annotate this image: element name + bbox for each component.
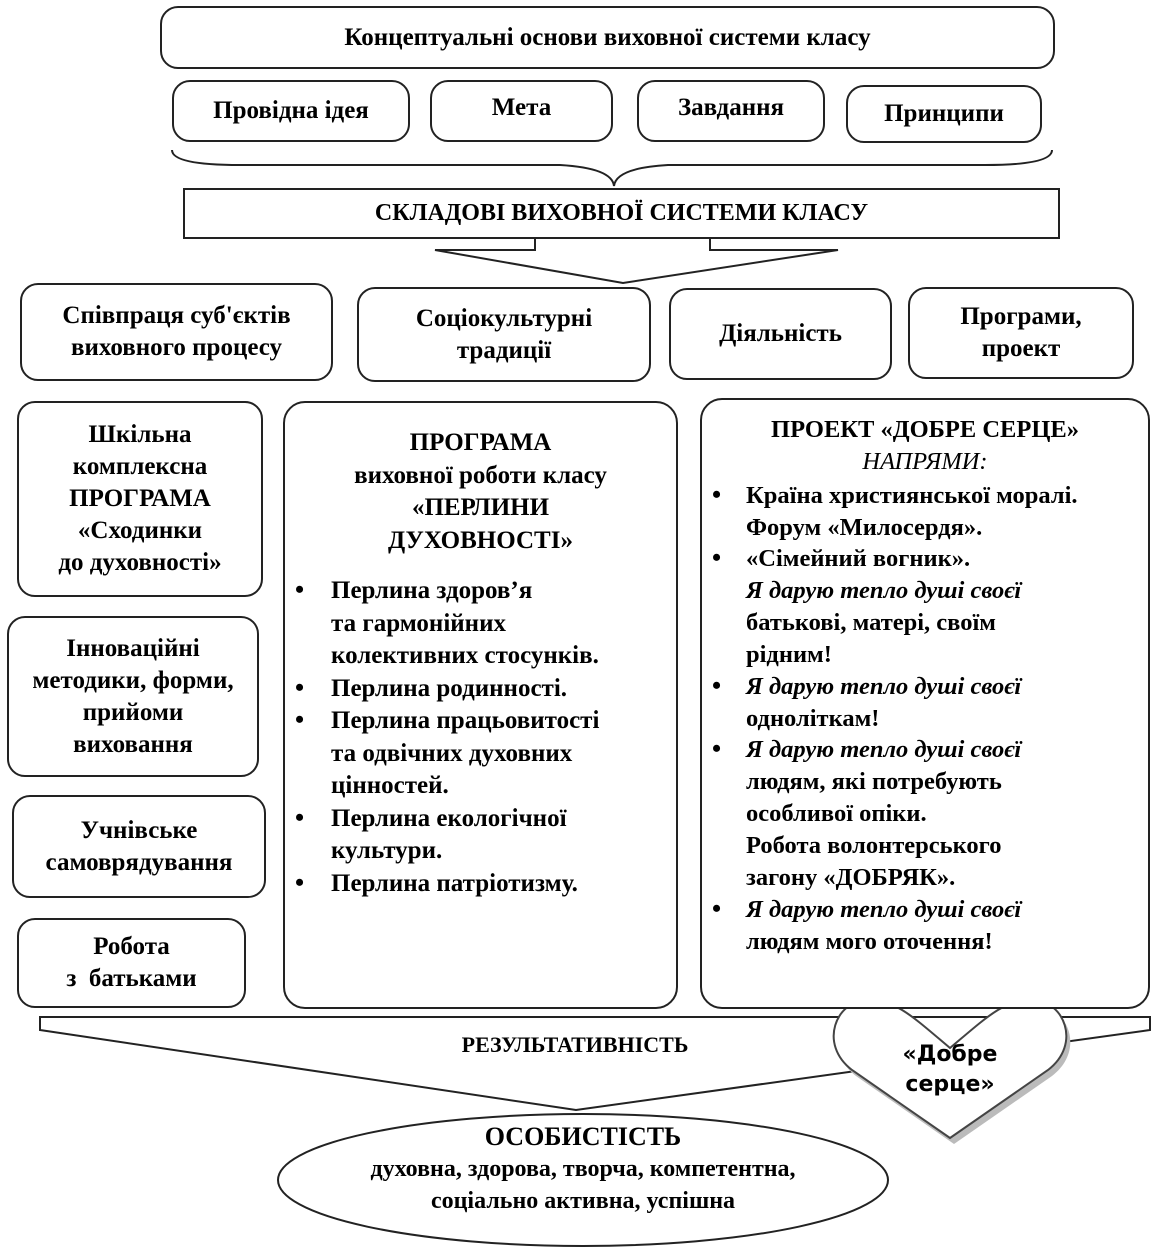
program-item-line: Перлина патріотизму.: [331, 869, 578, 897]
heart-label-line: серце»: [905, 1071, 995, 1097]
innovative-methods-box: Інноваційні методики, форми, прийоми вих…: [7, 616, 259, 777]
components-title-box: СКЛАДОВІ ВИХОВНОЇ СИСТЕМИ КЛАСУ: [183, 188, 1060, 239]
project-item: Я дарую тепло душі своєї людям мого оточ…: [702, 892, 1148, 958]
project-item: Я дарую тепло душі своєї одноліткам!: [702, 669, 1148, 735]
program-title-line: виховної роботи класу: [354, 461, 607, 489]
program-item-line: колективних стосунків.: [331, 642, 599, 669]
parents-work-box: Робота з батьками: [17, 918, 246, 1008]
project-item: Я дарую тепло душі своєї людям, які потр…: [702, 732, 1148, 893]
school-program-line: комплексна: [72, 453, 208, 480]
concept-item-label: Мета: [491, 94, 552, 121]
component-line: виховного процесу: [70, 334, 283, 361]
self-government-box: Учнівське самоврядування: [12, 795, 266, 898]
component-cooperation: Співпраця суб'єктів виховного процесу: [20, 283, 333, 381]
personality-text: ОСОБИСТІСТЬ духовна, здорова, творча, ко…: [288, 1120, 878, 1218]
project-title: ПРОЕКТ «ДОБРЕ СЕРЦЕ»: [771, 416, 1079, 443]
component-line: Співпраця суб'єктів: [62, 302, 291, 329]
project-item: Країна християнської моралі. Форум «Мило…: [702, 478, 1148, 544]
innovative-methods-line: виховання: [73, 730, 193, 758]
personality-ellipse: [277, 1113, 889, 1247]
heart-shape: [832, 998, 1068, 1140]
program-panel: ПРОГРАМА виховної роботи класу «ПЕРЛИНИ …: [283, 401, 678, 1009]
concept-title-box: Концептуальні основи виховної системи кл…: [160, 6, 1055, 69]
concept-brace: [171, 149, 1053, 187]
component-line: Соціокультурні: [415, 304, 593, 332]
program-title-line: «ПЕРЛИНИ: [411, 494, 550, 521]
component-traditions: Соціокультурні традиції: [357, 287, 651, 382]
personality-line: духовна, здорова, творча, компетентна,: [370, 1156, 796, 1183]
component-programs: Програми, проект: [908, 287, 1134, 379]
component-line: Діяльність: [719, 320, 842, 347]
concept-item-tasks: Завдання: [637, 80, 825, 142]
concept-item-label: Провідна ідея: [213, 97, 369, 124]
school-program-line: «Сходинки: [77, 517, 203, 544]
parents-work-line: з батьками: [66, 965, 197, 992]
project-item-line: одноліткам!: [746, 704, 880, 732]
program-list: Перлина здоров’я та гармонійних колектив…: [285, 573, 676, 901]
program-item-line: Перлина екологічної: [331, 804, 567, 832]
program-item: Перлина екологічної культури.: [285, 801, 676, 868]
component-activity: Діяльність: [669, 288, 892, 380]
component-line: традиції: [456, 336, 552, 364]
project-item-line: Форум «Милосердя».: [746, 513, 983, 541]
self-government-line: самоврядування: [45, 848, 233, 876]
component-line: проект: [981, 335, 1061, 362]
innovative-methods-line: Інноваційні: [66, 634, 200, 662]
program-title: ПРОГРАМА виховної роботи класу «ПЕРЛИНИ …: [285, 427, 676, 557]
project-item-line: загону «ДОБРЯК».: [746, 863, 956, 891]
self-government-line: Учнівське: [80, 816, 198, 844]
project-item-line: людям, які потребують: [746, 768, 1002, 796]
project-item-line: Робота волонтерського: [746, 831, 1002, 859]
personality-line: соціально активна, успішна: [430, 1187, 736, 1214]
project-list: Країна християнської моралі. Форум «Мило…: [702, 478, 1148, 958]
concept-title: Концептуальні основи виховної системи кл…: [344, 23, 871, 51]
program-item: Перлина працьовитості та одвічних духовн…: [285, 703, 676, 803]
heart-label-line: «Добре: [902, 1042, 998, 1067]
project-item-line: рідним!: [746, 640, 832, 668]
concept-item-goal: Мета: [430, 80, 613, 142]
concept-item-label: Принципи: [884, 100, 1004, 127]
program-item-line: та одвічних духовних: [331, 739, 573, 767]
project-item-line: батькові, матері, своїм: [746, 609, 996, 637]
project-item-line: Країна християнської моралі.: [746, 481, 1078, 509]
concept-item-principles: Принципи: [846, 85, 1042, 143]
project-panel: ПРОЕКТ «ДОБРЕ СЕРЦЕ» НАПРЯМИ: Країна хри…: [700, 398, 1150, 1009]
program-title-line: ДУХОВНОСТІ»: [388, 526, 573, 554]
program-item: Перлина здоров’я та гармонійних колектив…: [285, 573, 676, 673]
components-arrow: [434, 238, 839, 285]
project-item-line: Я дарую тепло душі своєї: [746, 577, 1022, 605]
concept-item-label: Завдання: [677, 94, 785, 121]
program-item-line: Перлина родинності.: [331, 674, 568, 702]
component-line: Програми,: [960, 303, 1082, 330]
innovative-methods-line: прийоми: [82, 698, 184, 726]
project-item-line: людям мого оточення!: [746, 927, 993, 955]
program-item-line: Перлина працьовитості: [331, 707, 600, 734]
school-program-line: до духовності»: [58, 549, 222, 576]
school-program-line: Шкільна: [88, 421, 192, 448]
project-item-line: Я дарую тепло душі своєї: [746, 736, 1022, 764]
program-item: Перлина родинності.: [285, 671, 676, 706]
project-item-line: особливої опіки.: [746, 800, 927, 828]
project-item: «Сімейний вогник». Я дарую тепло душі св…: [702, 541, 1148, 670]
school-program-box: Шкільна комплексна ПРОГРАМА «Сходинки до…: [17, 401, 263, 597]
project-item-line: Я дарую тепло душі своєї: [746, 672, 1022, 700]
project-item-line: Я дарую тепло душі своєї: [746, 895, 1022, 923]
personality-title: ОСОБИСТІСТЬ: [484, 1122, 682, 1151]
project-item-line: «Сімейний вогник».: [746, 545, 971, 573]
school-program-line: ПРОГРАМА: [69, 485, 211, 512]
program-item: Перлина патріотизму.: [285, 866, 676, 901]
parents-work-line: Робота: [93, 933, 170, 960]
components-title: СКЛАДОВІ ВИХОВНОЇ СИСТЕМИ КЛАСУ: [374, 200, 869, 227]
project-subtitle: НАПРЯМИ:: [862, 447, 988, 475]
program-item-line: цінностей.: [331, 772, 449, 799]
result-label: РЕЗУЛЬТАТИВНІСТЬ: [461, 1032, 689, 1057]
program-item-line: Перлина здоров’я: [331, 577, 533, 604]
program-item-line: культури.: [331, 837, 443, 864]
program-item-line: та гармонійних: [331, 609, 506, 637]
heart-label: «Добре серце»: [880, 1040, 1020, 1099]
innovative-methods-line: методики, форми,: [32, 666, 234, 694]
concept-item-idea: Провідна ідея: [172, 80, 410, 142]
program-title-line: ПРОГРАМА: [409, 429, 552, 456]
